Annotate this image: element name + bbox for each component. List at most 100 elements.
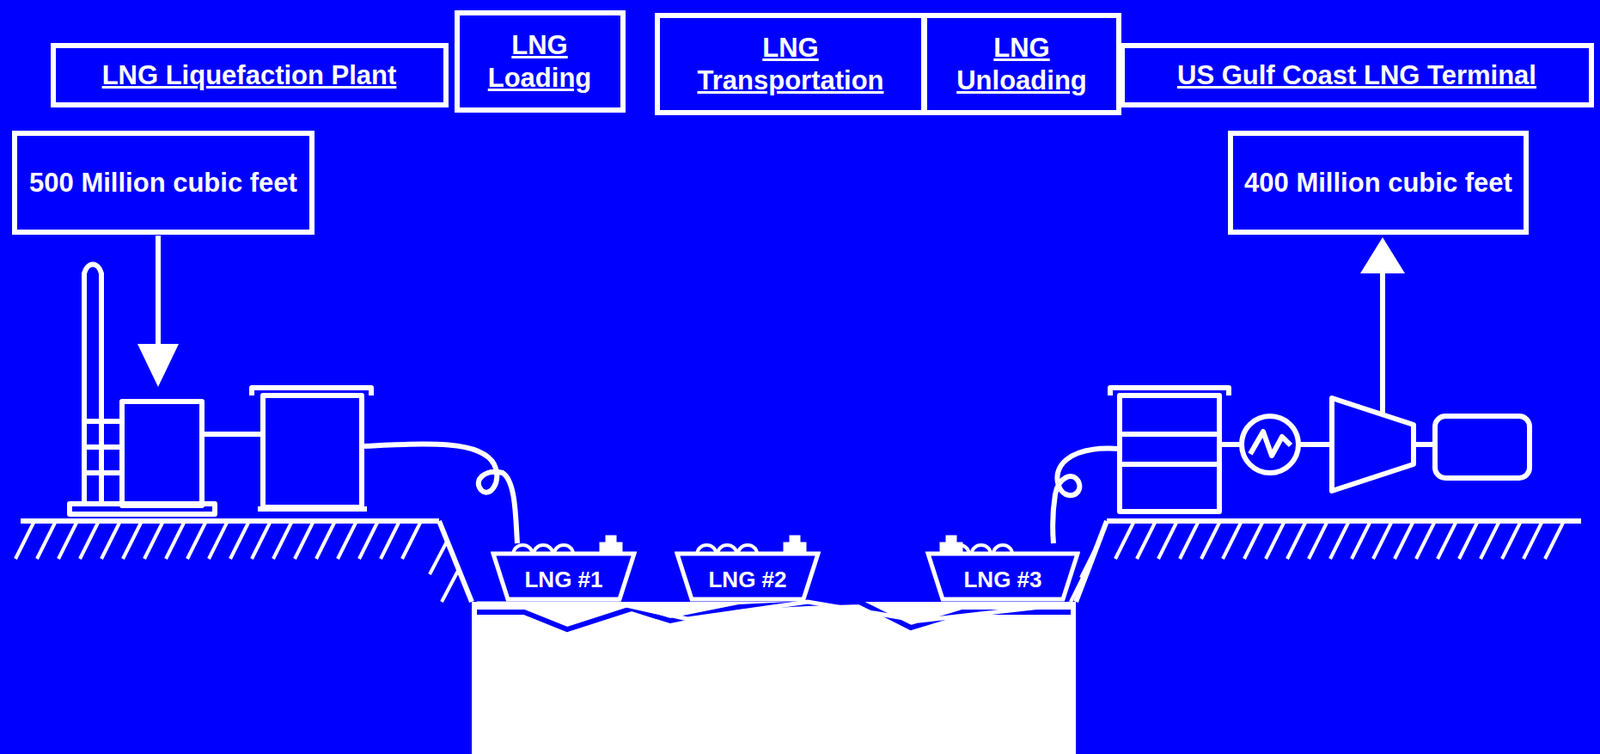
hatch-stroke [441, 568, 459, 602]
send-out-unit [1435, 415, 1530, 478]
vaporizer-symbol [1241, 415, 1299, 473]
stage-box: US Gulf Coast LNG Terminal [1119, 42, 1594, 108]
cargo-dome [512, 544, 532, 554]
cargo-dome [993, 544, 1013, 554]
hatch-stroke [380, 520, 400, 559]
ship-hull [928, 553, 1078, 599]
tank-roof [251, 387, 372, 396]
cargo-dome [717, 544, 737, 554]
compressor-symbol [1331, 397, 1414, 491]
hatch-stroke [359, 520, 379, 559]
hatch-stroke [1459, 520, 1478, 559]
box-label: LNG Liquefaction Plant [102, 59, 397, 92]
hatch-stroke [1545, 520, 1564, 559]
tank-band [1119, 431, 1220, 437]
box-label: 400 Million cubic feet [1244, 166, 1513, 199]
hatch-stroke [429, 541, 447, 575]
bank-line [1075, 520, 1107, 602]
unloading-hose [1052, 448, 1120, 544]
tank-base [257, 506, 367, 512]
ship-hull [493, 553, 635, 599]
pipe [1298, 441, 1332, 447]
cargo-dome [533, 544, 553, 554]
hatch-stroke [1394, 520, 1414, 559]
lng-ship: LNG #1 [490, 534, 637, 602]
box-label: LNG Unloading [935, 31, 1108, 96]
hatch-stroke [1480, 520, 1500, 559]
ship-label: LNG #1 [524, 566, 603, 593]
hatch-stroke [79, 520, 99, 559]
hatch-stroke [1523, 520, 1543, 559]
pipe [1219, 441, 1242, 447]
box-label: LNG Transportation [668, 31, 913, 96]
stage-box: LNG Transportation [654, 12, 927, 116]
loading-hose [361, 443, 518, 544]
hatch-stroke [1373, 520, 1393, 559]
hatch-stroke [1179, 520, 1199, 559]
cargo-dome [696, 544, 716, 554]
ship-bridge [940, 536, 962, 554]
lng-ship: LNG #3 [925, 534, 1081, 602]
hatch-stroke [1351, 520, 1371, 559]
hatch-stroke [1201, 520, 1221, 559]
wave-line [476, 601, 1071, 621]
sea-body [471, 601, 1076, 754]
hatch-stroke [165, 520, 185, 559]
storage-tank [1119, 395, 1220, 512]
flow-arrow [155, 235, 161, 344]
hatch-stroke [1244, 520, 1264, 559]
hatch-stroke [1416, 520, 1436, 559]
hatch-stroke [230, 520, 250, 559]
pipe [1413, 441, 1436, 447]
hatch-stroke [1158, 520, 1178, 559]
arrow-head [1360, 237, 1405, 274]
wave-line [476, 601, 1071, 630]
hatch-stroke [15, 520, 35, 559]
stage-box: LNG Unloading [922, 12, 1122, 116]
bank-line [439, 520, 472, 602]
hatch-stroke [1437, 520, 1457, 559]
ship-bridge [784, 536, 806, 554]
cargo-dome [738, 544, 758, 554]
stage-box: LNG Loading [454, 10, 626, 113]
hatch-stroke [1287, 520, 1307, 559]
stage-box: LNG Liquefaction Plant [50, 42, 449, 108]
arrow-head [137, 343, 179, 387]
hatch-stroke [1070, 570, 1087, 602]
cargo-dome [554, 544, 574, 554]
hatch-stroke [144, 520, 164, 559]
hatch-stroke [316, 520, 336, 559]
hatch-stroke [1115, 520, 1135, 559]
hatch-stroke [1502, 520, 1521, 559]
hatch-stroke [208, 520, 228, 559]
flare-stack [84, 263, 102, 506]
flow-arrow [1380, 273, 1386, 413]
ladder [84, 421, 121, 473]
process-unit [122, 401, 202, 506]
hatch-stroke [1265, 520, 1285, 559]
hatch-stroke [337, 520, 357, 559]
tank-band [1119, 461, 1220, 467]
pipe [201, 431, 263, 437]
ship-label: LNG #3 [963, 566, 1042, 593]
box-label: 500 Million cubic feet [29, 166, 298, 199]
hatch-stroke [1330, 520, 1350, 559]
hatch-stroke [36, 520, 56, 559]
ship-bridge [600, 536, 622, 554]
hatch-stroke [1308, 520, 1328, 559]
vaporizer-coil [1250, 431, 1291, 456]
volume-box: 500 Million cubic feet [12, 130, 315, 235]
box-label: LNG Loading [468, 29, 612, 93]
cargo-dome [971, 544, 991, 554]
hatch-stroke [251, 520, 271, 559]
plant-base [69, 503, 215, 514]
hatch-stroke [294, 520, 314, 559]
hatch-stroke [187, 520, 207, 559]
box-label: US Gulf Coast LNG Terminal [1177, 59, 1537, 92]
volume-box: 400 Million cubic feet [1227, 130, 1529, 235]
ship-hull [677, 553, 819, 599]
hatch-stroke [1136, 520, 1156, 559]
hatch-stroke [402, 520, 422, 559]
hatch-stroke [273, 520, 293, 559]
